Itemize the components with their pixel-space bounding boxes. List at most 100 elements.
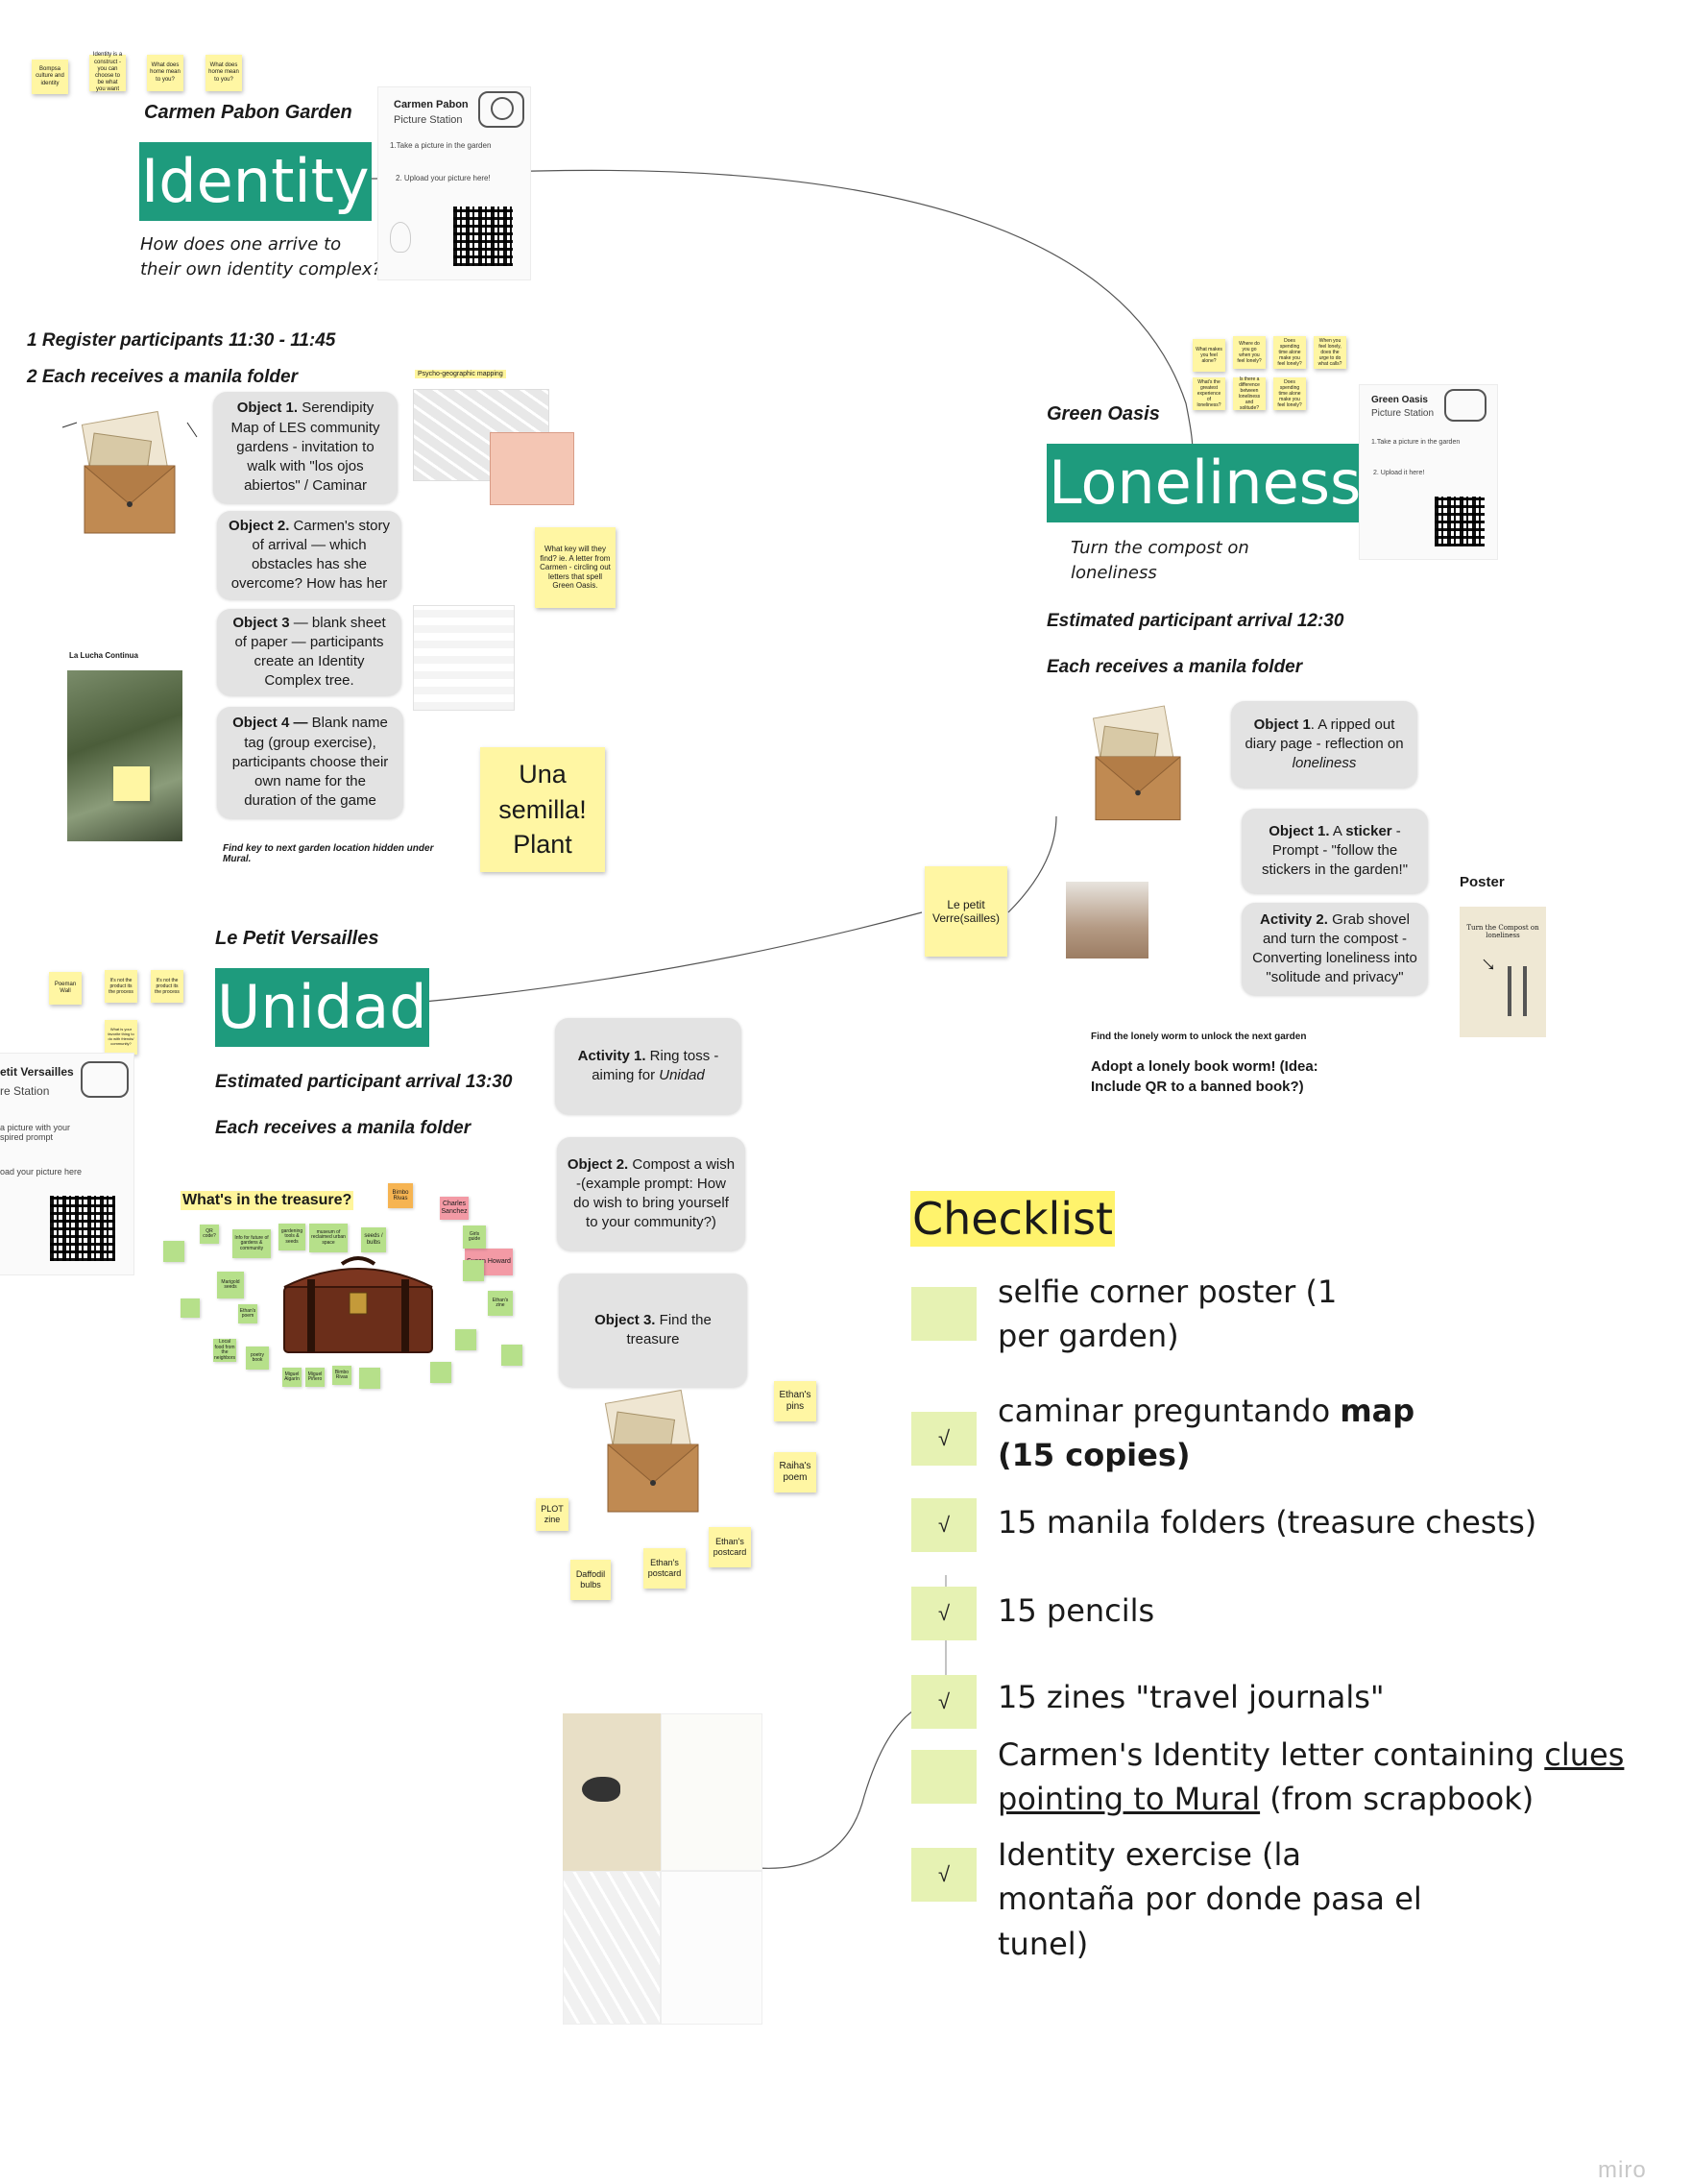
checklist-checkbox-5[interactable]: √ (911, 1675, 977, 1729)
treasure-sticky-9[interactable]: poetry book (246, 1347, 269, 1370)
loneliness-sticky-1[interactable]: What makes you feel alone? (1193, 339, 1225, 372)
zine-page-sketches[interactable] (661, 1871, 762, 2025)
treasure-sticky-1[interactable]: QR code? (200, 1225, 219, 1244)
treasure-chest-image[interactable] (278, 1254, 438, 1356)
loneliness-sticky-6[interactable]: Is there a difference between loneliness… (1233, 376, 1266, 411)
identity-object4-card[interactable]: Object 4 — Blank name tag (group exercis… (217, 707, 403, 818)
treasure-sticky-21[interactable] (463, 1260, 484, 1281)
loneliness-sticky-2[interactable]: Where do you go when you feel lonely? (1233, 336, 1266, 369)
treasure-sticky-5[interactable]: seeds / bulbs (361, 1227, 386, 1252)
treasure-sticky-19[interactable] (430, 1362, 451, 1383)
treasure-sticky-6[interactable]: Girls guide (463, 1225, 486, 1249)
treasure-sticky-11[interactable]: Miguel Piñero (305, 1368, 325, 1387)
tree-icon (390, 222, 411, 253)
loneliness-qr-code[interactable] (1435, 497, 1485, 546)
treasure-sticky-10[interactable]: Miguel Algarín (282, 1368, 302, 1387)
treasure-sticky-8[interactable]: Ethan's zine (488, 1291, 513, 1316)
compost-photo[interactable] (1066, 882, 1148, 959)
loneliness-sticky-7[interactable]: Does spending time alone make you feel l… (1273, 377, 1306, 410)
treasure-sticky-17[interactable] (455, 1329, 476, 1350)
identity-object3-card[interactable]: Object 3 — blank sheet of paper — partic… (217, 609, 401, 695)
loneliness-sticky-5[interactable]: What's the greatest experience of loneli… (1193, 377, 1225, 410)
identity-theme-title: Identity (139, 142, 372, 221)
checklist-checkbox-2[interactable]: √ (911, 1412, 977, 1466)
folder-sticky-plot-zine[interactable]: PLOT zine (536, 1498, 568, 1531)
checklist-checkbox-1[interactable] (911, 1287, 977, 1341)
checklist-checkbox-3[interactable]: √ (911, 1498, 977, 1552)
loneliness-card-2[interactable]: Object 1. A sticker - Prompt - "follow t… (1242, 809, 1428, 893)
unidad-sticky-1[interactable]: Poeman Wall (49, 972, 82, 1005)
unidad-arrival: Estimated participant arrival 13:30 (215, 1072, 513, 1092)
checklist-item-7: Identity exercise (la montaña por donde … (998, 1836, 1422, 1962)
unidad-object2-card[interactable]: Object 2. Compost a wish -(example promp… (557, 1137, 745, 1250)
key-note-sticky[interactable]: What key will they find? ie. A letter fr… (535, 527, 616, 608)
treasure-orange-sticky[interactable]: Bimbo Rivas (388, 1183, 413, 1208)
folder-sticky-daffodil[interactable]: Daffodil bulbs (570, 1560, 611, 1600)
unidad-picture-station[interactable]: etit Versailles re Station a picture wit… (0, 1053, 134, 1275)
unidad-object3-card[interactable]: Object 3. Find the treasure (559, 1274, 747, 1387)
checklist-item-5: 15 zines "travel journals" (998, 1679, 1385, 1715)
folder-sticky-raihas-poem[interactable]: Raiha's poem (774, 1452, 816, 1492)
unidad-station-title: etit Versailles (0, 1065, 74, 1079)
identity-qr-code[interactable] (453, 206, 513, 266)
unidad-card3-bold: Object 3. (594, 1311, 656, 1328)
checklist-item-1: selfie corner poster (1 per garden) (998, 1274, 1338, 1355)
zine-page-fish[interactable] (563, 1713, 661, 1871)
top-sticky-2[interactable]: Identity is a construct - you can choose… (89, 52, 126, 92)
unidad-garden-label: Le Petit Versailles (215, 928, 379, 949)
folder-sticky-ethans-pins[interactable]: Ethan's pins (774, 1381, 816, 1421)
poster-image[interactable]: Turn the Compost on loneliness → (1460, 907, 1546, 1037)
unidad-sticky-3[interactable]: It's not the product its the process (151, 970, 183, 1003)
unidad-sticky-2[interactable]: It's not the product its the process (105, 970, 137, 1003)
loneliness-picture-station[interactable]: Green Oasis Picture Station 1.Take a pic… (1359, 384, 1498, 560)
loneliness-station-title: Green Oasis (1371, 395, 1428, 405)
semilla-sticky[interactable]: Una semilla! Plant (480, 747, 605, 872)
worm-note: Find the lonely worm to unlock the next … (1091, 1031, 1307, 1042)
identity-tree-diagram-image[interactable] (413, 605, 515, 711)
treasure-sticky-3[interactable]: gardening tools & seeds (278, 1224, 305, 1250)
miro-watermark: miro (1598, 2157, 1647, 2183)
treasure-sticky-18[interactable] (501, 1345, 522, 1366)
folder-sticky-ethans-postcard-2[interactable]: Ethan's postcard (643, 1548, 686, 1589)
le-petit-verre-sticky[interactable]: Le petit Verre(sailles) (925, 866, 1007, 957)
treasure-sticky-13[interactable]: Local food from the neighbors (213, 1339, 236, 1362)
checklist-checkbox-6[interactable] (911, 1750, 977, 1804)
mural-photo[interactable] (67, 670, 182, 841)
treasure-sticky-15[interactable] (163, 1241, 184, 1262)
zine-page-map[interactable] (563, 1871, 661, 2025)
treasure-sticky-14[interactable]: Ethan's poem (238, 1304, 257, 1323)
loneliness-sticky-4[interactable]: When you feel lonely, does the urge to d… (1314, 336, 1346, 369)
treasure-sticky-12[interactable]: Bimbo Rivas (332, 1366, 351, 1385)
shovel-icon-2 (1523, 966, 1527, 1016)
identity-picture-station[interactable]: Carmen Pabon Picture Station 1.Take a pi… (377, 86, 531, 280)
loneliness-card2-text2: - Prompt - "follow the stickers in the g… (1261, 822, 1409, 879)
loneliness-sticky-3[interactable]: Does spending time alone make you feel l… (1273, 336, 1306, 369)
loneliness-card-1[interactable]: Object 1. A ripped out diary page - refl… (1231, 701, 1417, 788)
unidad-sticky-4[interactable]: What is your favorite thing to do with f… (105, 1020, 137, 1055)
unidad-qr-code[interactable] (50, 1196, 115, 1261)
manila-folder-illustration (61, 410, 198, 534)
top-sticky-1[interactable]: Bompsa culture and identity (32, 60, 68, 94)
illustrated-map-image[interactable] (490, 432, 574, 505)
identity-question-line2: their own identity complex? (140, 259, 382, 280)
checklist-checkbox-4[interactable]: √ (911, 1587, 977, 1640)
loneliness-arrival: Estimated participant arrival 12:30 (1047, 611, 1344, 631)
treasure-pink-sticky-1[interactable]: Charles Sanchez (440, 1197, 469, 1220)
identity-object2-card[interactable]: Object 2. Carmen's story of arrival — wh… (217, 511, 401, 599)
loneliness-card-3[interactable]: Activity 2. Grab shovel and turn the com… (1242, 903, 1428, 995)
unidad-card1-italic: Unidad (659, 1067, 705, 1083)
treasure-sticky-20[interactable] (359, 1368, 380, 1389)
zine-page-text[interactable] (661, 1713, 762, 1871)
treasure-sticky-7[interactable]: Marigold seeds (217, 1272, 244, 1298)
checklist-checkbox-7[interactable]: √ (911, 1848, 977, 1902)
identity-station-step1: 1.Take a picture in the garden (390, 141, 492, 150)
treasure-sticky-4[interactable]: museum of reclaimed urban space (309, 1224, 348, 1252)
treasure-sticky-2[interactable]: Info for future of gardens & community (232, 1229, 271, 1258)
unidad-activity1-card[interactable]: Activity 1. Ring toss - aiming for Unida… (555, 1018, 741, 1114)
folder-sticky-ethans-postcard-1[interactable]: Ethan's postcard (709, 1527, 751, 1567)
identity-object1-card[interactable]: Object 1. Serendipity Map of LES communi… (213, 392, 398, 503)
treasure-sticky-16[interactable] (181, 1298, 200, 1318)
top-sticky-4[interactable]: What does home mean to you? (205, 55, 242, 91)
mural-sticky[interactable] (113, 766, 150, 801)
top-sticky-3[interactable]: What does home mean to you? (147, 55, 183, 91)
